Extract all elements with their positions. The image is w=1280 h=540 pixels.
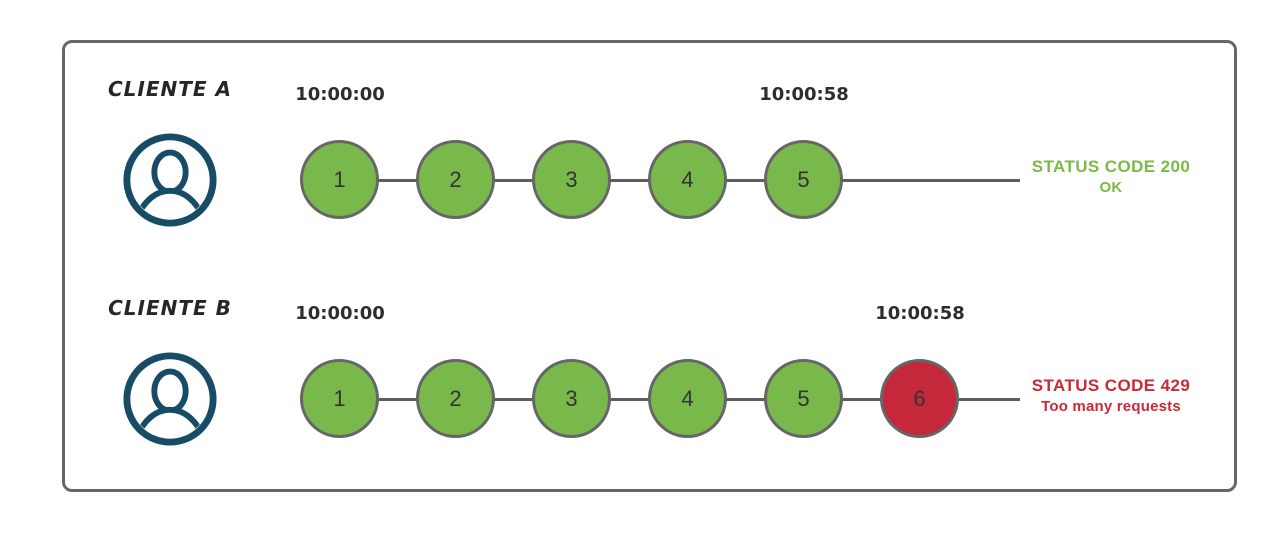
client-label: CLIENTE B bbox=[108, 296, 232, 320]
start-time-label: 10:00:00 bbox=[295, 303, 385, 324]
request-circle: 4 bbox=[648, 140, 727, 219]
status-code-label: STATUS CODE 429 bbox=[1031, 376, 1191, 395]
status-code-label: STATUS CODE 200 bbox=[1031, 157, 1191, 176]
request-circle: 3 bbox=[532, 359, 611, 438]
end-time-label: 10:00:58 bbox=[875, 303, 965, 324]
request-circle: 2 bbox=[416, 359, 495, 438]
request-circle: 5 bbox=[764, 140, 843, 219]
request-circle: 3 bbox=[532, 140, 611, 219]
request-circle: 1 bbox=[300, 140, 379, 219]
client-label: CLIENTE A bbox=[107, 77, 232, 101]
user-avatar-icon bbox=[121, 350, 219, 448]
request-circle: 2 bbox=[416, 140, 495, 219]
start-time-label: 10:00:00 bbox=[295, 84, 385, 105]
request-circle: 6 bbox=[880, 359, 959, 438]
user-avatar-icon bbox=[121, 131, 219, 229]
request-circle: 4 bbox=[648, 359, 727, 438]
status-detail-label: Too many requests bbox=[1041, 398, 1181, 415]
diagram-frame bbox=[62, 40, 1237, 492]
request-circle: 1 bbox=[300, 359, 379, 438]
end-time-label: 10:00:58 bbox=[759, 84, 849, 105]
status-detail-label: OK bbox=[1099, 179, 1123, 196]
request-circle: 5 bbox=[764, 359, 843, 438]
